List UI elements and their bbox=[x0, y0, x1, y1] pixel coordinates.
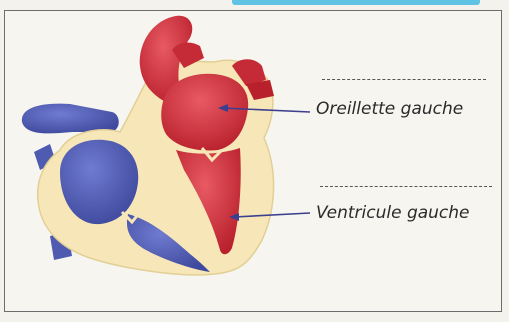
label-left-ventricle: Ventricule gauche bbox=[316, 203, 470, 223]
left-atrium-chamber bbox=[161, 74, 248, 151]
answer-line-left-ventricle bbox=[320, 186, 492, 187]
label-left-atrium: Oreillette gauche bbox=[316, 99, 463, 119]
answer-line-left-atrium bbox=[322, 79, 486, 80]
